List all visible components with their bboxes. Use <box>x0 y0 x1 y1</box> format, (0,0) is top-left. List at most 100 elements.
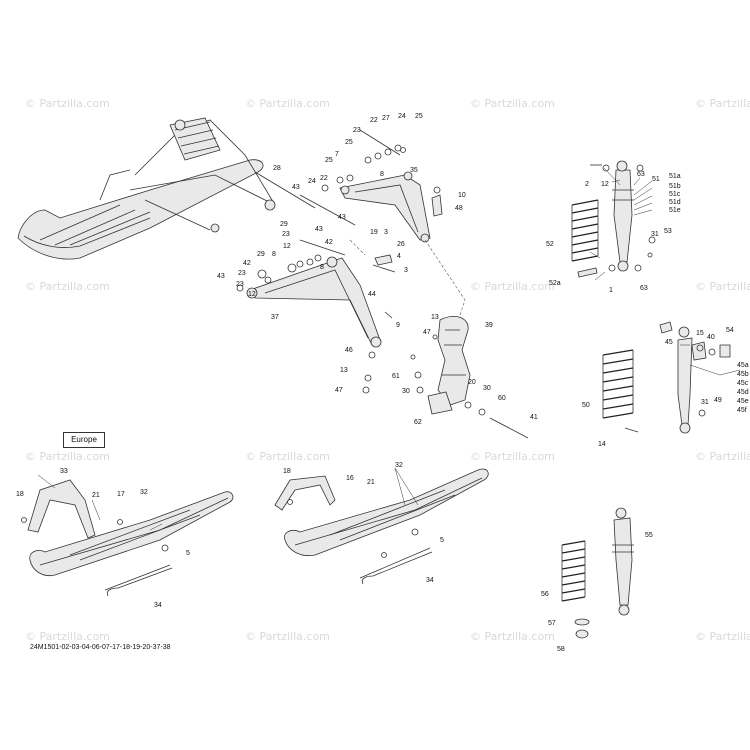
callout: 30 <box>402 388 410 395</box>
callout: 52a <box>549 280 561 287</box>
callout: 43 <box>217 273 225 280</box>
callout-labels: 22 27 24 25 23 25 7 25 35 28 43 24 22 8 … <box>16 113 749 653</box>
watermarks: © Partzilla.com © Partzilla.com © Partzi… <box>25 97 750 643</box>
callout: 31 <box>651 231 659 238</box>
callout: 8 <box>320 264 324 271</box>
callout: 51c <box>669 191 681 198</box>
callout: 23 <box>238 270 246 277</box>
callout: 32 <box>140 489 148 496</box>
europe-ski-drawing <box>21 479 234 597</box>
callout: 30 <box>483 385 491 392</box>
callout: 34 <box>154 602 162 609</box>
watermark-text: © Partzilla.com <box>470 450 555 463</box>
callout: 26 <box>397 241 405 248</box>
callout: 33 <box>60 468 68 475</box>
callout: 22 <box>370 117 378 124</box>
upper-a-arm-drawing <box>254 129 466 316</box>
watermark-text: © Partzilla.com <box>25 280 110 293</box>
callout: 3 <box>384 229 388 236</box>
callout: 28 <box>273 165 281 172</box>
callout: 23 <box>353 127 361 134</box>
callout: 25 <box>415 113 423 120</box>
callout: 48 <box>455 205 463 212</box>
callout: 9 <box>396 322 400 329</box>
callout: 45c <box>737 380 749 387</box>
callout: 62 <box>414 419 422 426</box>
callout: 29 <box>280 221 288 228</box>
callout: 5 <box>186 550 190 557</box>
callout: 16 <box>346 475 354 482</box>
callout: 2 <box>585 181 589 188</box>
callout: 55 <box>645 532 653 539</box>
callout: 45f <box>737 407 747 414</box>
callout: 32 <box>395 462 403 469</box>
callout: 51a <box>669 173 681 180</box>
callout: 21 <box>367 479 375 486</box>
diagram-code: 24M1501-02-03-04-06-07-17-18-19-20-37-38 <box>30 644 171 651</box>
callout: 52 <box>546 241 554 248</box>
callout: 45b <box>737 371 749 378</box>
callout: 24 <box>308 178 316 185</box>
callout: 57 <box>548 620 556 627</box>
standard-ski-drawing <box>274 468 489 585</box>
watermark-text: © Partzilla.com <box>245 97 330 110</box>
callout: 12 <box>248 291 256 298</box>
callout: 45d <box>737 389 749 396</box>
callout: 8 <box>272 251 276 258</box>
callout: 47 <box>423 329 431 336</box>
callout: 27 <box>382 115 390 122</box>
callout: 12 <box>283 243 291 250</box>
callout: 42 <box>243 260 251 267</box>
callout: 46 <box>345 347 353 354</box>
callout: 14 <box>598 441 606 448</box>
watermark-text: © Partzilla.com <box>25 630 110 643</box>
callout: 25 <box>325 157 333 164</box>
callout: 7 <box>335 151 339 158</box>
callout: 51b <box>669 183 681 190</box>
callout: 41 <box>530 414 538 421</box>
callout: 45 <box>665 339 673 346</box>
callout: 34 <box>426 577 434 584</box>
callout: 17 <box>117 491 125 498</box>
callout: 15 <box>696 330 704 337</box>
callout: 63 <box>640 285 648 292</box>
callout: 19 <box>370 229 378 236</box>
front-shock-45-drawing <box>602 321 731 434</box>
callout: 35 <box>410 167 418 174</box>
watermark-text: © Partzilla.com <box>470 97 555 110</box>
callout: 13 <box>431 314 439 321</box>
callout: 43 <box>338 214 346 221</box>
callout: 53 <box>664 228 672 235</box>
watermark-text: © Partzilla.com <box>245 630 330 643</box>
callout: 13 <box>340 367 348 374</box>
callout: 37 <box>271 314 279 321</box>
callout: 18 <box>283 468 291 475</box>
callout: 8 <box>380 171 384 178</box>
rear-shock-55-drawing <box>561 507 634 639</box>
callout: 4 <box>397 253 401 260</box>
watermark-text: © Partzilla.com <box>695 630 750 643</box>
callout: 23 <box>236 281 244 288</box>
callout: 44 <box>368 291 376 298</box>
callout: 50 <box>582 402 590 409</box>
callout: 45e <box>737 398 749 405</box>
watermark-text: © Partzilla.com <box>470 280 555 293</box>
leader-lines <box>37 167 741 531</box>
spindle-drawing <box>410 316 529 439</box>
watermark-text: © Partzilla.com <box>695 280 750 293</box>
callout: 29 <box>257 251 265 258</box>
callout: 12 <box>601 181 609 188</box>
assembled-suspension-drawing <box>17 117 276 260</box>
callout: 63 <box>637 171 645 178</box>
callout: 49 <box>714 397 722 404</box>
lower-a-arm-drawing <box>236 239 396 394</box>
callout: 51e <box>669 207 681 214</box>
watermark-text: © Partzilla.com <box>695 450 750 463</box>
watermark-text: © Partzilla.com <box>470 630 555 643</box>
callout: 58 <box>557 646 565 653</box>
callout: 43 <box>292 184 300 191</box>
watermark-text: © Partzilla.com <box>25 97 110 110</box>
watermark-text: © Partzilla.com <box>695 97 750 110</box>
callout: 5 <box>440 537 444 544</box>
